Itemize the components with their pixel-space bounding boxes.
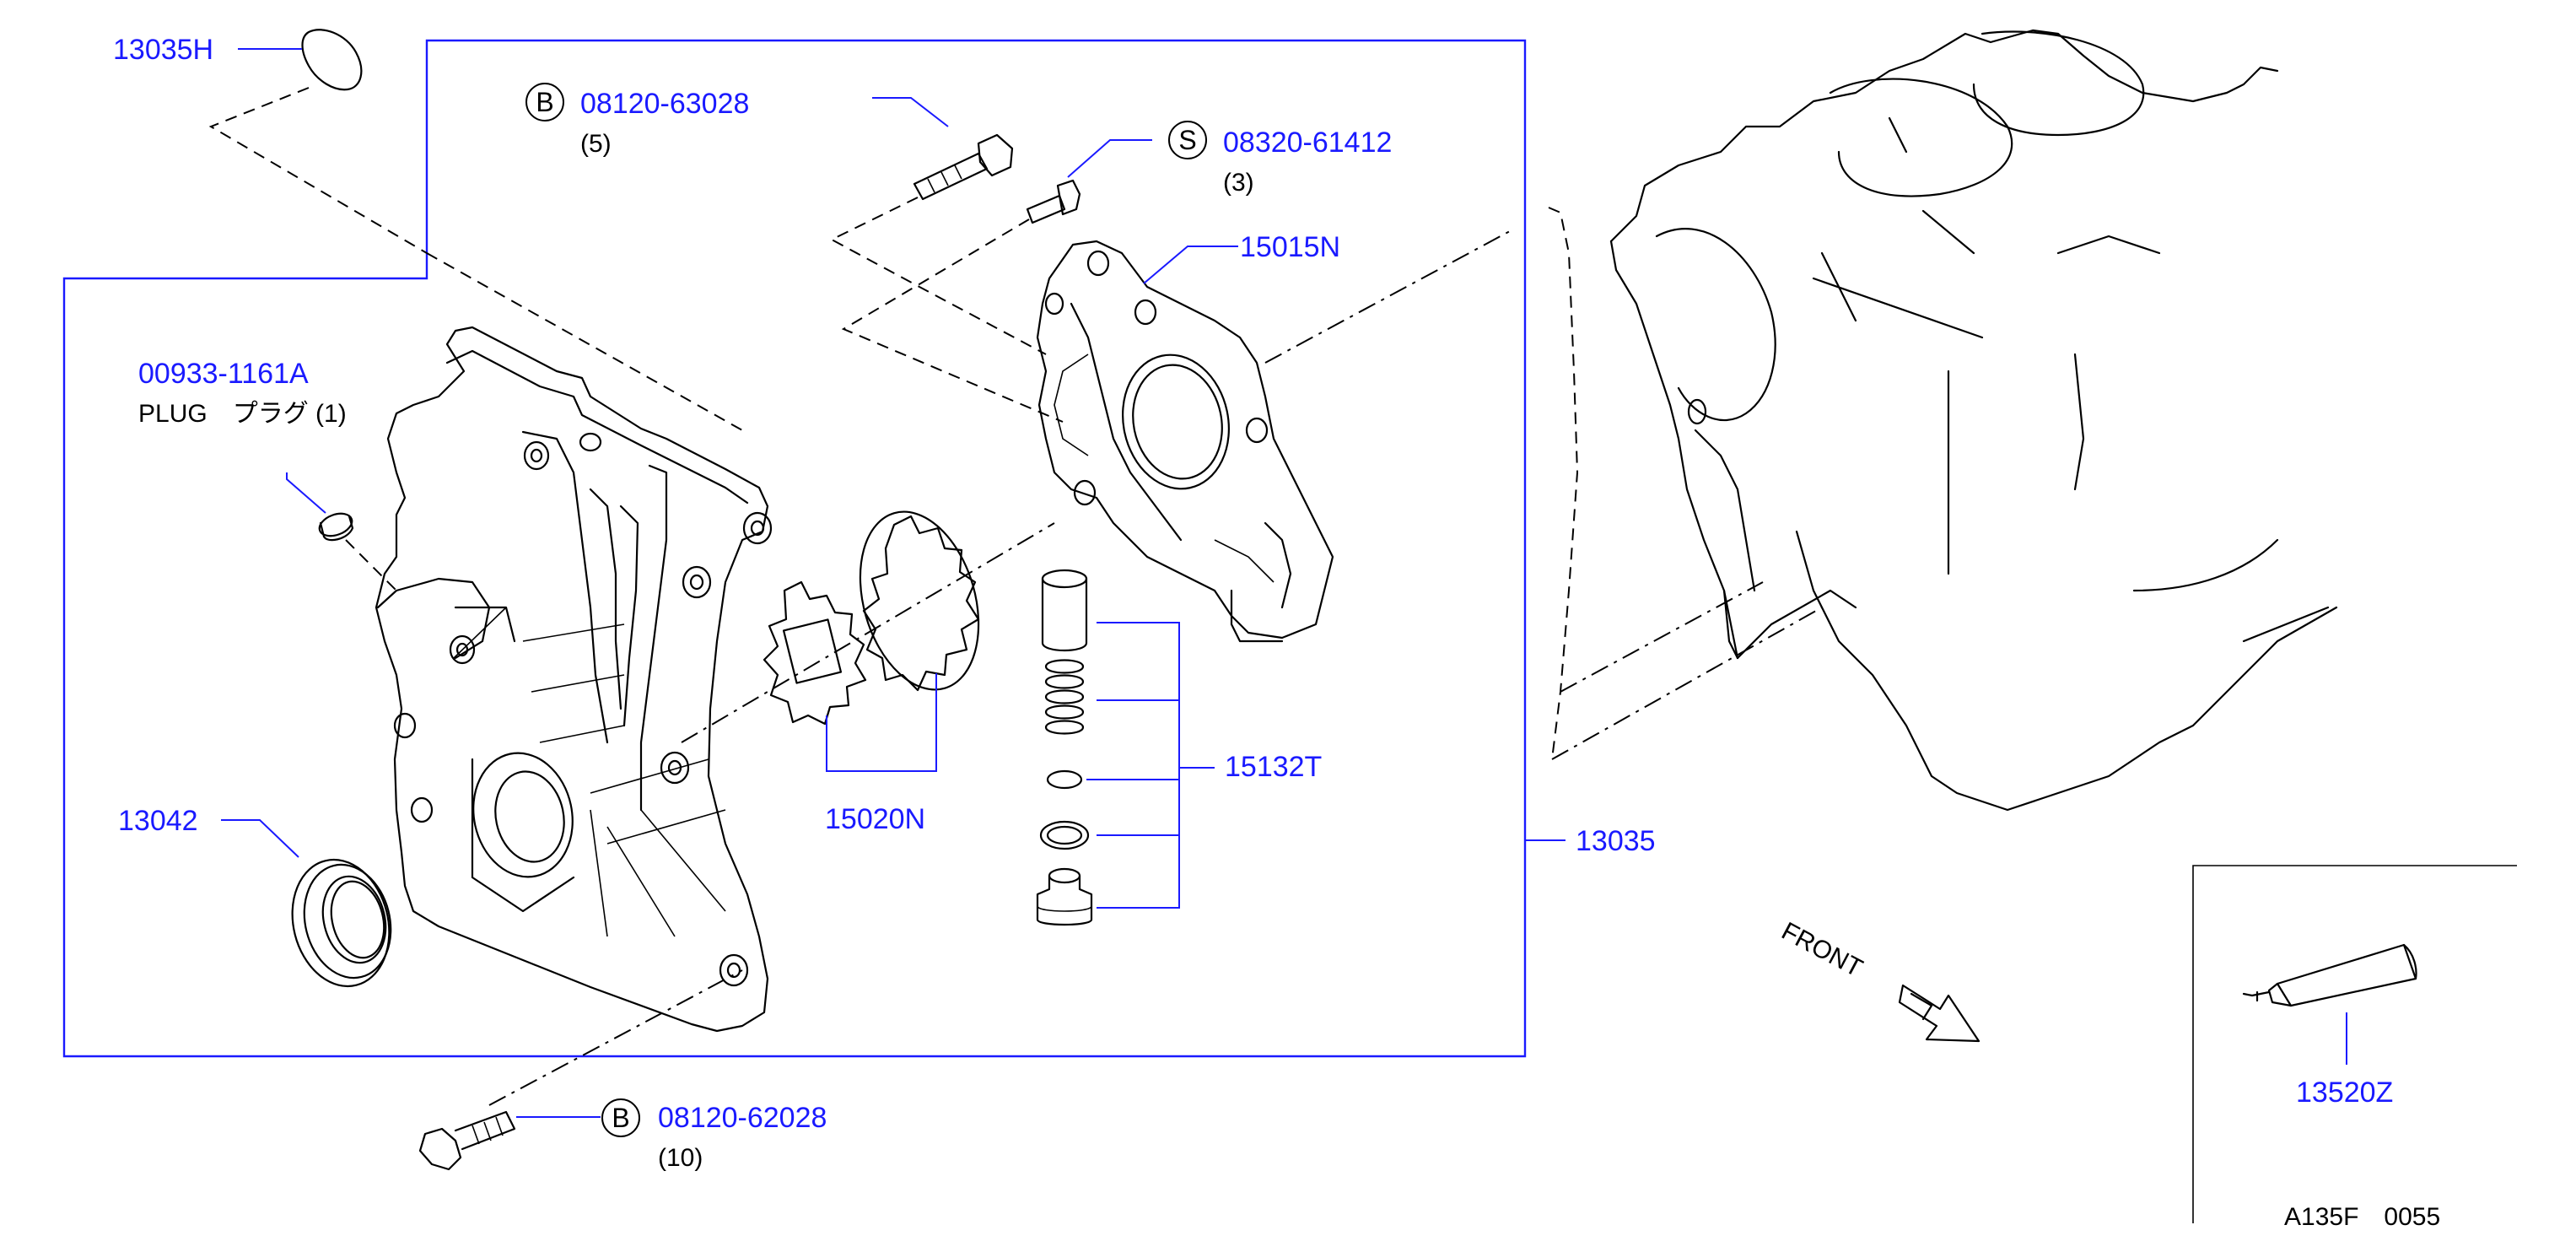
oil-seal-13042-drawing [291,858,392,988]
assembly-frame-13035 [62,39,1527,1058]
quantity-08120-63028: (5) [580,130,612,158]
sealant-tube-13520z-drawing [2242,943,2417,1007]
part-number-08320-61412[interactable]: 08320-61412 [1223,127,1392,159]
oil-pump-housing-15015n-drawing [1036,240,1334,643]
part-number-13042[interactable]: 13042 [118,805,198,837]
cylinder-block-outline [1609,29,2338,812]
quantity-08320-61412: (3) [1223,169,1254,197]
plug-label: PLUG プラグ (1) [138,400,347,428]
part-number-08120-63028[interactable]: 08120-63028 [580,88,749,120]
part-number-00933-1161a[interactable]: 00933-1161A [138,358,309,390]
fastener-marker-s: S [1178,125,1196,155]
sealant-inset-frame [2192,865,2517,1223]
part-number-13520z[interactable]: 13520Z [2296,1077,2393,1109]
part-number-13035h[interactable]: 13035H [113,34,213,66]
part-number-13035[interactable]: 13035 [1576,825,1656,857]
front-arrow-icon [1898,984,1981,1043]
front-cover-drawing [375,326,773,1033]
plug-00933-drawing [318,512,354,542]
part-number-15132t[interactable]: 15132T [1225,751,1322,783]
part-number-15020n[interactable]: 15020N [825,803,925,835]
seal-cap-13035h-drawing [301,29,363,91]
bolt-08120-63028-drawing [913,133,1014,201]
part-number-08120-62028[interactable]: 08120-62028 [658,1102,827,1134]
oil-pump-gears-15020n-drawing [763,510,980,726]
screw-08320-61412-drawing [1026,179,1081,224]
fastener-marker-b-bottom: B [612,1103,629,1133]
front-direction-label: FRONT [1777,917,1867,983]
bolt-08120-62028-drawing [418,1110,516,1171]
quantity-08120-62028: (10) [658,1144,703,1172]
part-number-15015n[interactable]: 15015N [1240,231,1340,263]
fastener-marker-b-top: B [536,87,553,117]
relief-valve-15132t-drawing [1036,569,1093,926]
figure-code: A135F 0055 [2284,1203,2440,1231]
